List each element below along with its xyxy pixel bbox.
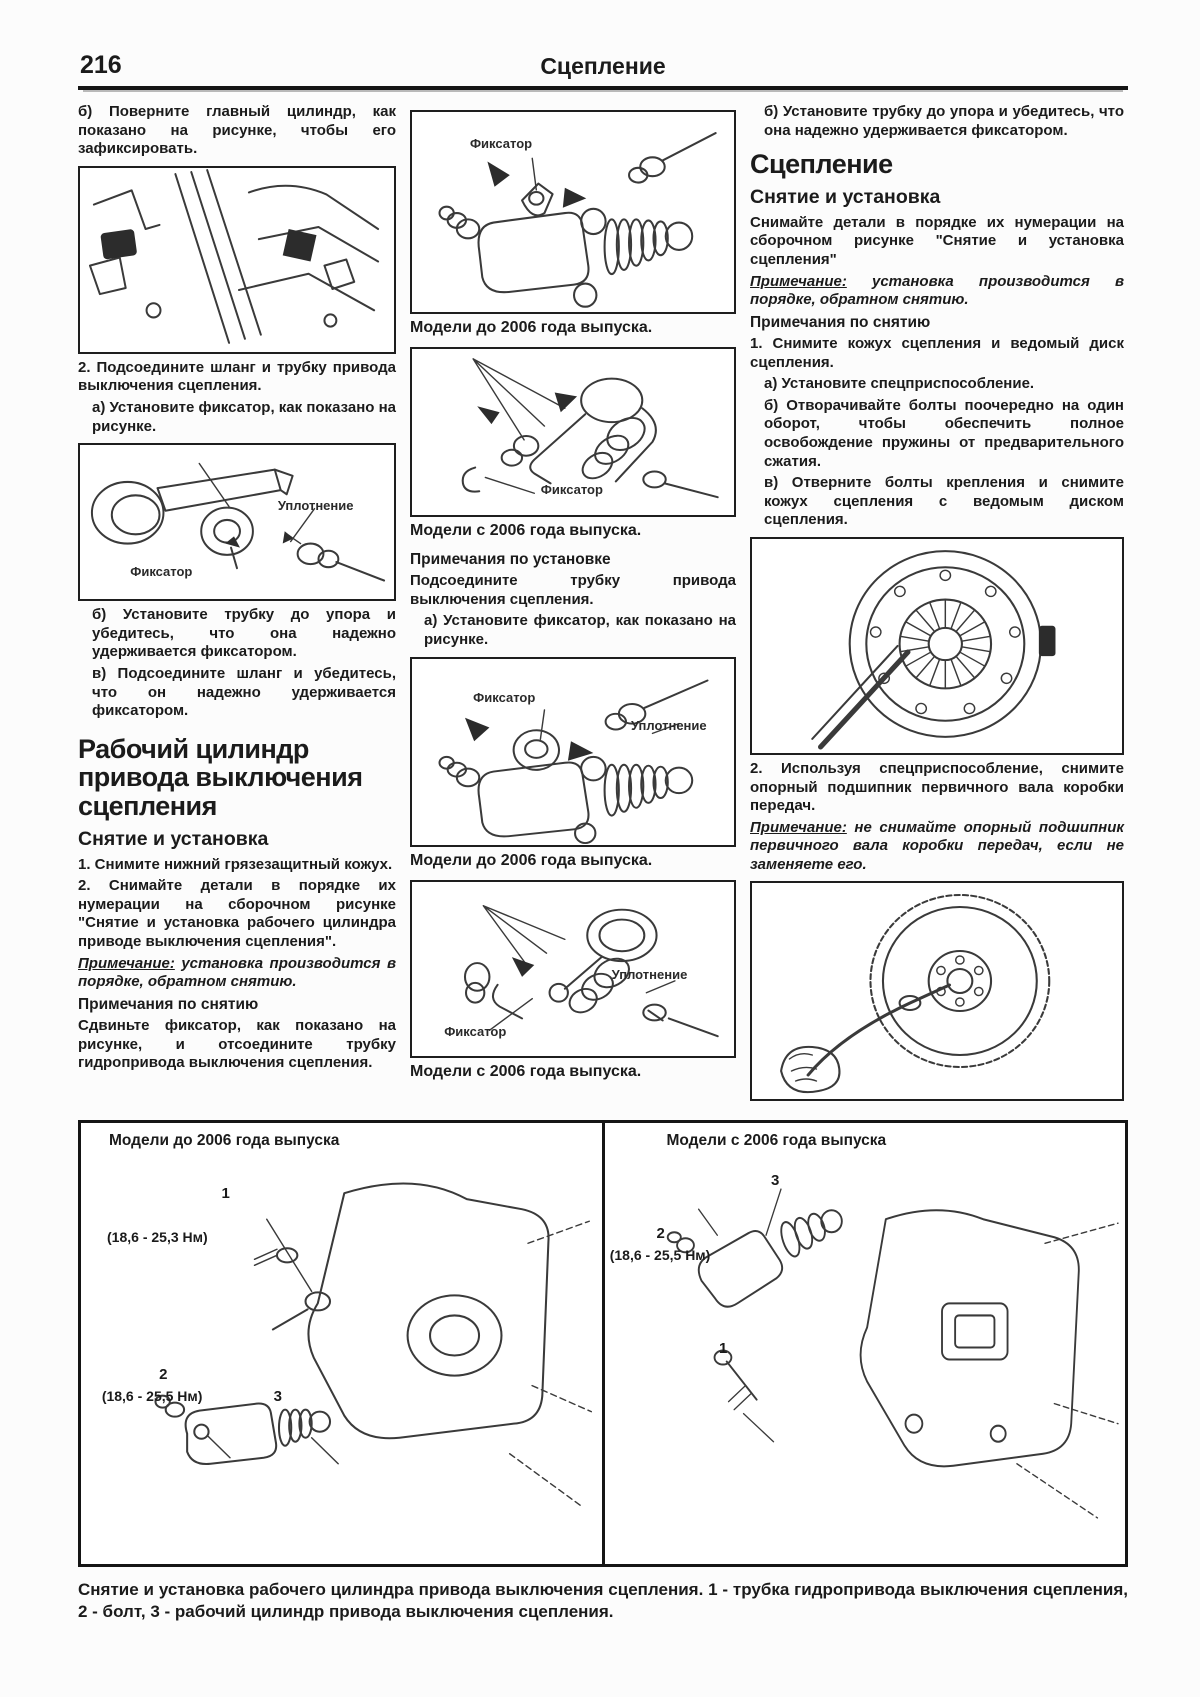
figure-install-post2006: Фиксатор Уплотнение: [410, 879, 736, 1058]
section-heading-clutch: Сцепление: [750, 149, 893, 180]
figure-label-retainer: Фиксатор: [130, 563, 193, 579]
torque-label: (18,6 - 25,3 Нм): [107, 1229, 208, 1246]
substep-connect-hose: в) Подсоедините шланг и убедитесь, что о…: [92, 664, 396, 720]
figure-install-pre2006: Фиксатор Уплотнение: [410, 656, 736, 847]
figure-caption: Модели с 2006 года выпуска.: [410, 1062, 642, 1080]
note-pilot-bearing: Примечание: не снимайте опорный подшипни…: [750, 819, 1124, 875]
page-number: 216: [80, 51, 122, 79]
torque-label: (18,6 - 25,5 Нм): [101, 1388, 203, 1405]
section-heading-working-cylinder: Рабочий цилиндр привода выключения сцепл…: [78, 733, 363, 821]
figure-label-retainer: Фиксатор: [540, 481, 603, 497]
step-remove-cover-disc: 1. Снимите кожух сцепления и ведомый дис…: [750, 334, 1124, 371]
gearbox-pre2006-illustration: [154, 1182, 593, 1508]
figure-caption: Модели до 2006 года выпуска.: [410, 319, 653, 336]
install-step-connect-tube: Подсоедините трубку привода выключения с…: [410, 572, 736, 608]
figure-label-seal: Уплотнение: [277, 497, 354, 513]
right-column: б) Установите трубку до упора и убедитес…: [750, 103, 1124, 1106]
clutch-removal-intro: Снимайте детали в порядке их нумерации н…: [750, 213, 1124, 268]
figure-label-retainer: Фиксатор: [444, 1024, 507, 1040]
callout-1: 1: [719, 1339, 728, 1357]
substep-install-retainer: а) Установите фиксатор, как показано на …: [92, 398, 396, 435]
figure-clutch-cover: [750, 536, 1124, 755]
figure-caption: Модели с 2006 года выпуска.: [410, 522, 642, 539]
callout-2: 2: [159, 1366, 168, 1384]
callout-3: 3: [273, 1388, 282, 1406]
callout-2: 2: [656, 1224, 665, 1242]
subsection-removal-installation: Снятие и установка: [750, 185, 941, 208]
figure-slave-cylinder-post2006: Фиксатор: [410, 347, 736, 517]
page-header: 216 Сцепление: [78, 50, 1128, 90]
note-text: установка производится в порядке, обратн…: [750, 272, 1125, 309]
callout-3: 3: [771, 1171, 780, 1189]
substep-install-tube: б) Установите трубку до упора и убедитес…: [764, 103, 1124, 139]
note-label: Примечание:: [750, 272, 847, 290]
figure-label-retainer: Фиксатор: [469, 136, 533, 151]
figure-retainer-seal: Уплотнение Фиксатор: [78, 443, 396, 602]
clutch-cover-illustration: [811, 550, 1056, 750]
callout-1: 1: [221, 1185, 230, 1203]
bottom-caption: Снятие и установка рабочего цилиндра при…: [78, 1580, 1128, 1622]
note-installation-reverse: Примечание: установка производится в пор…: [78, 955, 396, 992]
middle-column: Фиксатор Модели до 2006 года выпуска.: [410, 103, 736, 1106]
removal-notes-text: Сдвиньте фиксатор, как показано на рисун…: [78, 1016, 396, 1072]
note-text: установка производится в порядке, обратн…: [78, 954, 397, 991]
figure-label-seal: Уплотнение: [611, 966, 688, 982]
substep-loosen-bolts: б) Отворачивайте болты поочередно на оди…: [764, 396, 1124, 470]
slave-cylinder-illustration: [463, 904, 719, 1037]
figure-label-seal: Уплотнение: [630, 718, 707, 734]
step-remove-shield: 1. Снимите нижний грязезащитный кожух.: [78, 855, 393, 873]
slave-cylinder-illustration: [438, 679, 709, 844]
figure-master-cylinder-install: [78, 165, 396, 354]
subsection-removal-installation: Снятие и установка: [78, 827, 269, 850]
panel-post2006: Модели с 2006 года выпуска 3 2 (18,6 - 2…: [601, 1123, 1126, 1565]
step-remove-parts-order: 2. Снимайте детали в порядке их нумераци…: [78, 877, 396, 950]
note-text: не снимайте опорный подшипник первичного…: [750, 818, 1124, 873]
page-title: Сцепление: [540, 53, 666, 79]
left-column: б) Поверните главный цилиндр, как показа…: [78, 103, 396, 1106]
install-substep-retainer: а) Установите фиксатор, как показано на …: [424, 612, 736, 648]
panel-pre2006: Модели до 2006 года выпуска 1 (18,6 - 25…: [81, 1123, 602, 1564]
figure-label-retainer: Фиксатор: [473, 690, 536, 706]
panel-title: Модели с 2006 года выпуска: [666, 1132, 887, 1150]
note-label: Примечание:: [78, 954, 175, 972]
substep-install-tool: а) Установите спецприспособление.: [764, 375, 1035, 393]
step-rotate-master-cylinder: б) Поверните главный цилиндр, как показа…: [78, 103, 396, 158]
figure-slave-cylinder-pre2006: Фиксатор: [410, 110, 736, 314]
flywheel-illustration: [780, 894, 1051, 1094]
figure-flywheel-bearing: [750, 881, 1124, 1102]
release-cylinder-fitting-illustration: [90, 462, 386, 582]
install-notes-heading: Примечания по установке: [410, 551, 611, 568]
panel-title: Модели до 2006 года выпуска: [109, 1132, 340, 1150]
content-columns: б) Поверните главный цилиндр, как показа…: [78, 103, 1128, 1106]
removal-notes-heading: Примечания по снятию: [78, 995, 259, 1013]
slave-cylinder-illustration: [461, 358, 719, 499]
figure-caption: Модели до 2006 года выпуска.: [410, 851, 653, 869]
note-label: Примечание:: [750, 818, 847, 836]
slave-cylinder-illustration: [438, 132, 717, 308]
step-connect-hose: 2. Подсоедините шланг и трубку привода в…: [78, 358, 396, 395]
note-installation-reverse: Примечание: установка производится в пор…: [750, 273, 1124, 310]
step-remove-pilot-bearing: 2. Используя спецприспособление, снимите…: [750, 759, 1124, 815]
master-cylinder-illustration: [88, 168, 380, 344]
bottom-diagram: Модели до 2006 года выпуска 1 (18,6 - 25…: [78, 1120, 1128, 1568]
torque-label: (18,6 - 25,5 Нм): [609, 1246, 711, 1263]
substep-remove-bolts: в) Отверните болты крепления и снимите к…: [764, 474, 1124, 529]
gearbox-post2006-illustration: [666, 1188, 1119, 1520]
substep-install-tube: б) Установите трубку до упора и убедитес…: [92, 606, 396, 661]
removal-notes-heading: Примечания по снятию: [750, 313, 931, 331]
